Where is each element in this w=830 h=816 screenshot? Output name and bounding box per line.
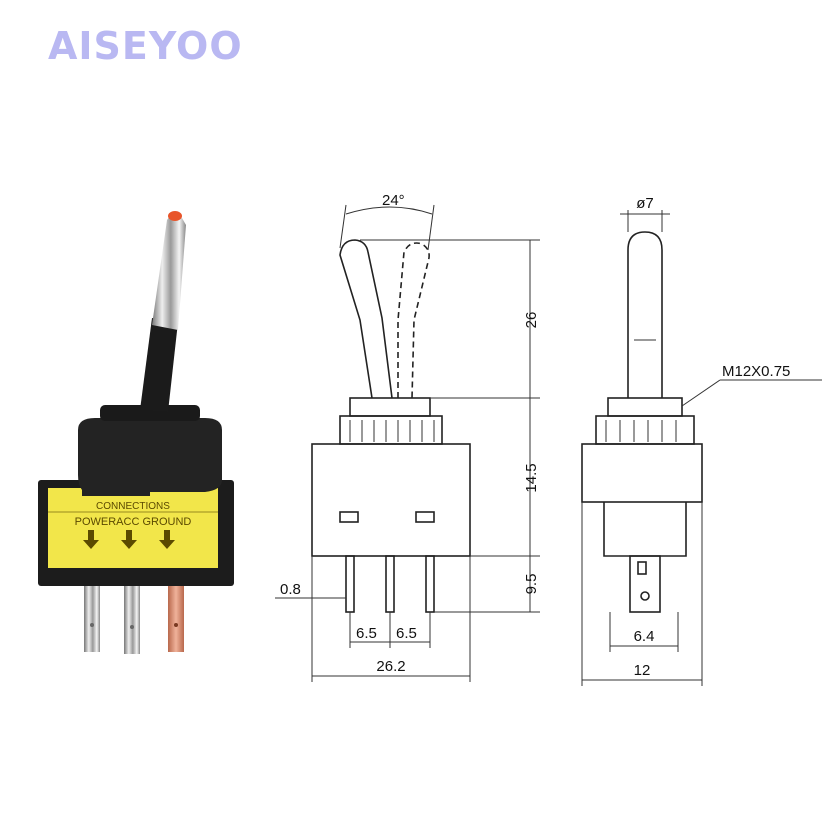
- sealing-nut: [100, 405, 200, 421]
- arrow-icons: [83, 530, 175, 549]
- label-terminals: POWERACC GROUND: [75, 516, 192, 528]
- arrow-down-icon: [121, 530, 137, 549]
- dim-terminal-width: 6.4: [634, 628, 655, 645]
- label-heading: CONNECTIONS: [96, 501, 170, 512]
- chrome-lever: [152, 215, 186, 330]
- dim-body-width: 12: [634, 662, 651, 679]
- dim-pitch-left: 6.5: [356, 625, 377, 642]
- dim-thread: M12X0.75: [722, 363, 790, 380]
- knurled-bushing: [78, 418, 222, 496]
- arrow-down-icon: [159, 530, 175, 549]
- terminal-acc: [124, 582, 140, 654]
- dim-terminal-height: 9.5: [523, 574, 540, 595]
- lever-stem: [140, 318, 178, 412]
- dim-lever-height: 26: [523, 312, 540, 329]
- terminal-power: [84, 582, 100, 652]
- dim-pitch-right: 6.5: [396, 625, 417, 642]
- dim-total-width: 26.2: [376, 658, 405, 675]
- terminal-ground: [168, 582, 184, 652]
- dim-angle: 24°: [382, 192, 405, 209]
- lever-side-outline: [627, 231, 663, 398]
- brand-logo: AISEYOO: [48, 24, 243, 68]
- lever-outline-left: [339, 239, 393, 399]
- side-view-drawing: ø7 M12X0.75 6.4 12: [581, 195, 822, 686]
- led-indicator: [168, 211, 182, 221]
- dim-body-height: 14.5: [523, 463, 540, 492]
- front-view-drawing: 24° 26 14.5 9.5 0.8 6.5 6.5 26.2: [275, 192, 540, 682]
- connection-label: [48, 488, 218, 568]
- toggle-switch-photo: CONNECTIONS POWERACC GROUND: [38, 211, 234, 654]
- arrow-down-icon: [83, 530, 99, 549]
- dim-terminal-thickness: 0.8: [280, 581, 301, 598]
- dim-lever-diameter: ø7: [636, 195, 654, 212]
- lever-outline-right: [397, 242, 430, 399]
